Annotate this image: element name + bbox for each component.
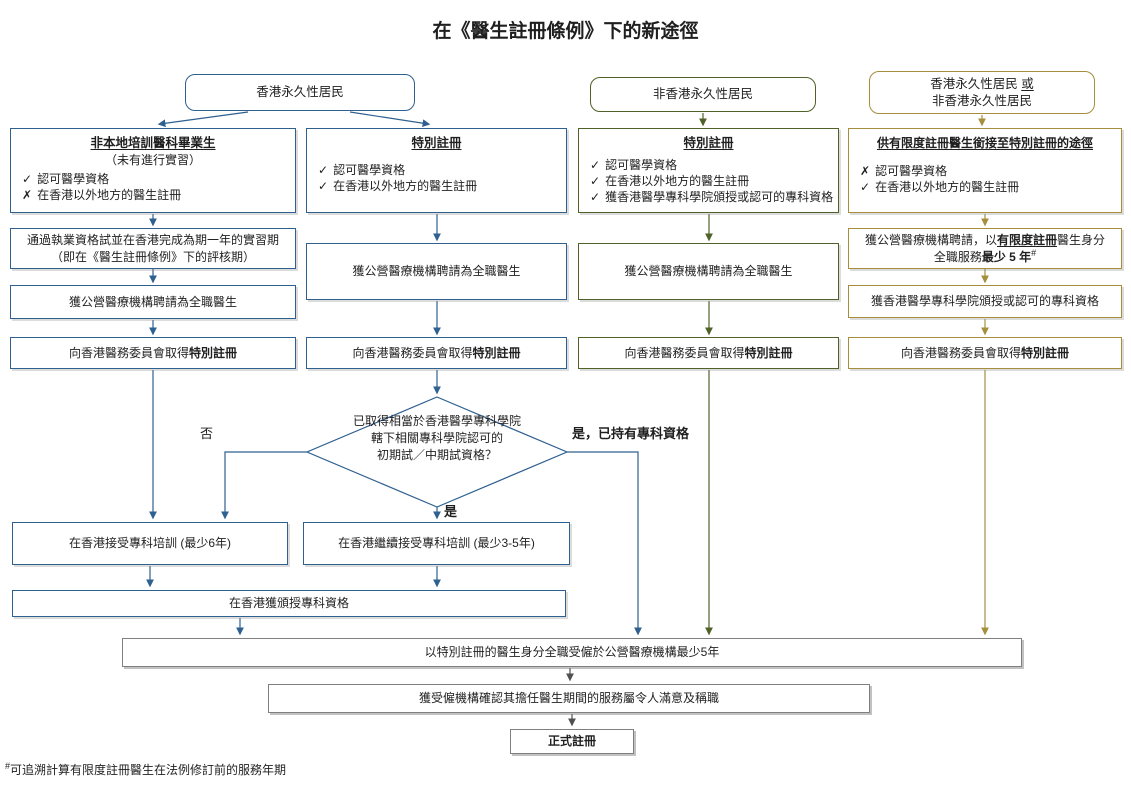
c4-serve-line1: 獲公營醫療機構聘請，以有限度註冊醫生身分	[864, 233, 1106, 248]
full-registration-box: 正式註冊	[510, 729, 634, 754]
c3-entry-box: 特別註冊 ✓認可醫學資格 ✓在香港以外地方的醫生註冊 ✓獲香港醫學專科學院頒授或…	[578, 128, 839, 213]
connectors-blue	[146, 111, 642, 636]
c2-entry-box: 特別註冊 ✓認可醫學資格 ✓在香港以外地方的醫生註冊	[306, 128, 567, 213]
employment-5-years-box: 以特別註冊的醫生身分全職受僱於公營醫療機構最少5年	[122, 638, 1022, 667]
criterion: ✓認可醫學資格	[22, 172, 110, 187]
cross-icon: ✗	[22, 188, 33, 203]
c4-fellowship-box: 獲香港醫學專科學院頒授或認可的專科資格	[848, 285, 1122, 318]
header-non-hk-permanent-resident: 非香港永久性居民	[590, 77, 816, 112]
connectors-green	[699, 113, 713, 636]
c1-entry-subtitle: （未有進行實習）	[104, 152, 201, 167]
header-label-line2: 非香港永久性居民	[931, 93, 1032, 108]
c3-entry-title: 特別註冊	[683, 136, 734, 150]
c1-entry-title: 非本地培訓醫科畢業生	[90, 136, 216, 150]
c4-entry-title: 供有限度註冊醫生銜接至特別註冊的途徑	[876, 136, 1093, 150]
c1-exam-line2: （即在《醫生註冊條例》下的評核期）	[50, 249, 255, 264]
criterion: ✓在香港以外地方的醫生註冊	[590, 174, 750, 189]
c4-criteria: ✗認可醫學資格 ✓在香港以外地方的醫生註冊	[853, 163, 1117, 195]
training-3-5-years-box: 在香港繼續接受專科培訓 (最少3-5年)	[303, 522, 570, 565]
check-icon: ✓	[318, 162, 329, 177]
header-label: 香港永久性居民	[256, 85, 344, 100]
criterion: ✓認可醫學資格	[590, 157, 678, 172]
footnote-marker: #	[1031, 247, 1037, 258]
c4-serve-line2: 全職服務最少 5 年#	[933, 247, 1037, 264]
branch-label-no: 否	[200, 426, 214, 441]
criterion: ✓獲香港醫學專科學院頒授或認可的專科資格	[590, 190, 834, 205]
c4-entry-box: 供有限度註冊醫生銜接至特別註冊的途徑 ✗認可醫學資格 ✓在香港以外地方的醫生註冊	[848, 128, 1122, 213]
training-6-years-box: 在香港接受專科培訓 (最少6年)	[12, 522, 288, 565]
c4-special-registration-box: 向香港醫務委員會取得特別註冊	[848, 337, 1122, 369]
c3-criteria: ✓認可醫學資格 ✓在香港以外地方的醫生註冊 ✓獲香港醫學專科學院頒授或認可的專科…	[583, 157, 834, 206]
criterion: ✓認可醫學資格	[318, 162, 406, 177]
criterion: ✓在香港以外地方的醫生註冊	[860, 180, 1020, 195]
c3-employment-box: 獲公營醫療機構聘請為全職醫生	[578, 243, 839, 300]
check-icon: ✓	[22, 172, 33, 187]
decision-diamond-text: 已取得相當於香港醫學專科學院 轄下相關專科學院認可的 初期試／中期試資格？	[352, 414, 521, 462]
footnote: #可追溯計算有限度註冊醫生在法例修訂前的服務年期	[5, 761, 287, 778]
connectors-grey	[566, 668, 576, 727]
branch-label-yes-specialist: 是，已持有專科資格	[572, 426, 690, 441]
cross-icon: ✗	[860, 164, 871, 179]
check-icon: ✓	[860, 180, 871, 195]
c2-criteria: ✓認可醫學資格 ✓在香港以外地方的醫生註冊	[311, 162, 562, 194]
specialist-qualification-box: 在香港獲頒授專科資格	[12, 590, 566, 617]
c2-entry-title: 特別註冊	[411, 136, 462, 150]
service-confirmation-box: 獲受僱機構確認其擔任醫生期間的服務屬令人滿意及稱職	[268, 684, 870, 713]
c2-employment-box: 獲公營醫療機構聘請為全職醫生	[306, 243, 567, 300]
c1-employment-box: 獲公營醫療機構聘請為全職醫生	[10, 285, 296, 319]
check-icon: ✓	[318, 179, 329, 194]
page-title: 在《醫生註冊條例》下的新途徑	[432, 21, 699, 42]
criterion: ✗在香港以外地方的醫生註冊	[22, 188, 182, 203]
c1-entry-box: 非本地培訓醫科畢業生 （未有進行實習） ✓認可醫學資格 ✗在香港以外地方的醫生註…	[10, 128, 296, 213]
header-either-resident: 香港永久性居民 或 非香港永久性居民	[869, 71, 1095, 114]
footnote-marker: #	[5, 761, 11, 771]
header-label-line1: 香港永久性居民 或	[930, 77, 1034, 92]
c3-special-registration-box: 向香港醫務委員會取得特別註冊	[578, 337, 839, 369]
branch-label-yes: 是	[444, 504, 458, 519]
connectors-gold	[978, 115, 989, 636]
check-icon: ✓	[590, 157, 601, 172]
criterion: ✓在香港以外地方的醫生註冊	[318, 179, 478, 194]
c1-special-registration-box: 向香港醫務委員會取得特別註冊	[10, 337, 296, 369]
c1-exam-internship-box: 通過執業資格試並在香港完成為期一年的實習期 （即在《醫生註冊條例》下的評核期）	[10, 228, 296, 269]
c1-exam-line1: 通過執業資格試並在香港完成為期一年的實習期	[26, 233, 279, 248]
criterion: ✗認可醫學資格	[860, 164, 948, 179]
header-label: 非香港永久性居民	[652, 87, 753, 102]
c1-criteria: ✓認可醫學資格 ✗在香港以外地方的醫生註冊	[15, 171, 291, 203]
check-icon: ✓	[590, 190, 601, 205]
check-icon: ✓	[590, 174, 601, 189]
or-underlined: 或	[1021, 77, 1034, 92]
c2-special-registration-box: 向香港醫務委員會取得特別註冊	[306, 337, 567, 369]
c4-limited-registration-service-box: 獲公營醫療機構聘請，以有限度註冊醫生身分 全職服務最少 5 年#	[848, 228, 1122, 269]
header-hk-permanent-resident: 香港永久性居民	[185, 74, 415, 111]
